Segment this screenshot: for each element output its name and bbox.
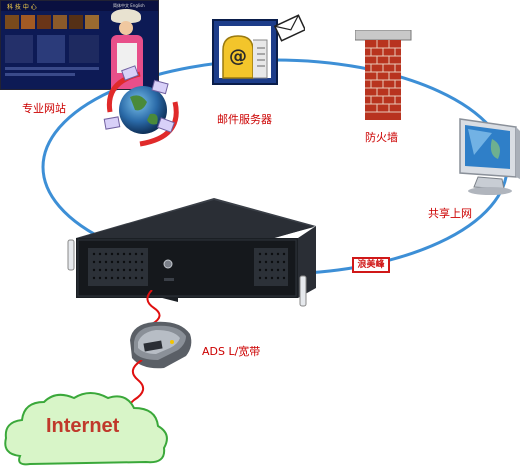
monitor-icon [459, 118, 520, 195]
server-icon [67, 198, 316, 307]
cloud-icon [4, 392, 168, 466]
globe-icon [103, 65, 179, 147]
server-logo: 浪美峰 [352, 257, 390, 273]
label-firewall: 防火墙 [365, 131, 398, 144]
internet-label: Internet [46, 415, 120, 437]
mailbox-icon: @ [212, 14, 305, 85]
website-header-text: 科 技 中 心 [7, 4, 37, 11]
label-shared-internet: 共享上网 [428, 207, 472, 220]
adsl-modem-icon [130, 321, 192, 369]
website-header-right: 简体中文 English [113, 3, 145, 8]
label-adsl: ADS L/宽带 [202, 345, 261, 358]
firewall-icon [355, 30, 412, 120]
label-website: 专业网站 [22, 102, 66, 115]
svg-text:@: @ [229, 46, 247, 67]
label-mail-server: 邮件服务器 [217, 113, 272, 126]
